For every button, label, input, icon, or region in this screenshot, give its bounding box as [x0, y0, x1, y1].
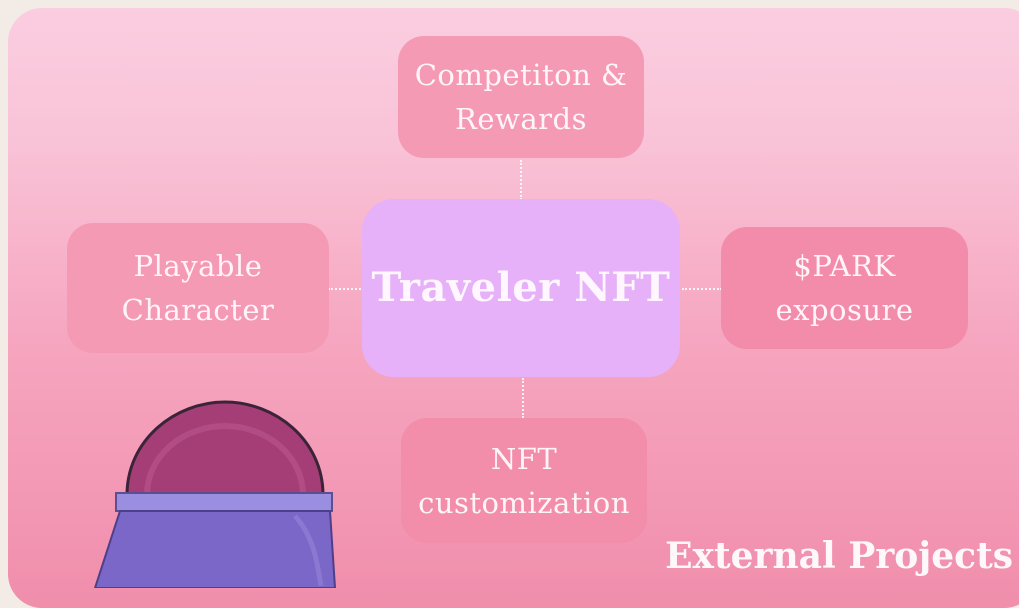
connector-right [682, 288, 722, 290]
connector-bottom [522, 378, 524, 418]
node-label-line-1: Playable [133, 249, 263, 283]
node-label-line-2: Character [121, 293, 275, 327]
character-dome [125, 400, 325, 497]
connector-top [520, 160, 522, 200]
node-label-line-2: exposure [775, 293, 914, 327]
node-label-line-1: NFT [490, 441, 558, 476]
node-label-line-2: Rewards [455, 102, 587, 136]
center-node-label: Traveler NFT [371, 264, 671, 311]
character-illustration [93, 400, 337, 588]
nft-customization-node: NFT customization [401, 418, 647, 543]
traveler-nft-node: Traveler NFT [362, 199, 680, 377]
connector-left [328, 288, 364, 290]
character-band [115, 492, 333, 512]
node-label-line-1: $PARK [793, 249, 896, 283]
competition-rewards-node: Competiton & Rewards [398, 36, 644, 158]
node-label-line-2: customization [418, 485, 630, 520]
external-projects-title: External Projects [665, 535, 1013, 577]
playable-character-node: Playable Character [67, 223, 329, 353]
character-body [93, 510, 337, 588]
node-label-line-1: Competiton & [414, 58, 628, 92]
park-exposure-node: $PARK exposure [721, 227, 968, 349]
